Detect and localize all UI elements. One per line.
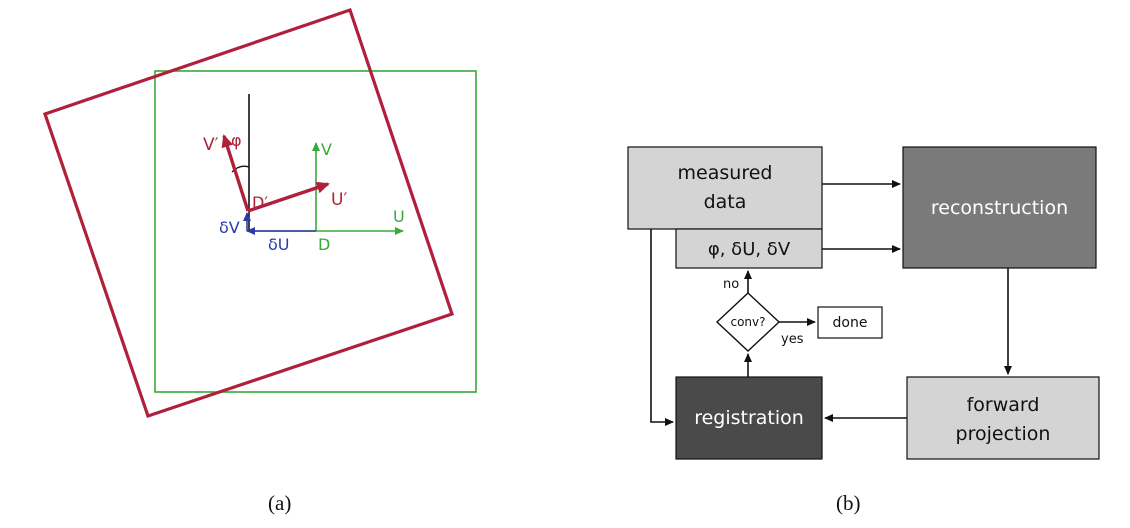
measured-data-line1: measured — [678, 162, 773, 184]
arrow-data-to-registration — [650, 229, 674, 426]
label-v: V — [321, 140, 332, 159]
parameters-label: φ, δU, δV — [708, 239, 791, 260]
label-d-prime: D′ — [252, 193, 268, 212]
label-phi: φ — [231, 131, 242, 150]
convergence-diamond — [715, 292, 781, 352]
rotated-detector-square — [42, 7, 455, 419]
registration-label: registration — [694, 407, 804, 429]
forward-projection-line2: projection — [956, 423, 1051, 445]
label-delta-u: δU — [268, 235, 290, 254]
done-label: done — [833, 315, 868, 331]
label-v-prime: V′ — [203, 135, 219, 155]
u-prime-arrow — [247, 181, 330, 213]
detector-square — [154, 70, 477, 393]
label-u-prime: U′ — [331, 190, 347, 210]
label-u: U — [393, 207, 405, 226]
reconstruction-label: reconstruction — [931, 197, 1068, 219]
caption-b: (b) — [836, 491, 861, 515]
panel-b: measured data φ, δU, δV reconstruction f… — [627, 146, 1100, 515]
label-delta-v: δV — [219, 218, 240, 237]
v-prime-arrow — [221, 134, 250, 212]
measured-data-box — [627, 146, 823, 230]
edge-label-yes: yes — [781, 332, 804, 347]
forward-projection-line1: forward — [967, 394, 1040, 416]
reconstruction-box — [902, 146, 1097, 269]
measured-data-line2: data — [704, 191, 747, 213]
forward-projection-box — [906, 376, 1100, 460]
done-box — [817, 306, 883, 339]
panel-a: V′ φ D′ U′ V U D δV δU (a) — [42, 7, 477, 515]
label-d: D — [318, 235, 330, 254]
convergence-label: conv? — [730, 315, 765, 329]
edge-label-no: no — [723, 277, 739, 292]
caption-a: (a) — [268, 491, 291, 515]
registration-box — [675, 376, 823, 460]
